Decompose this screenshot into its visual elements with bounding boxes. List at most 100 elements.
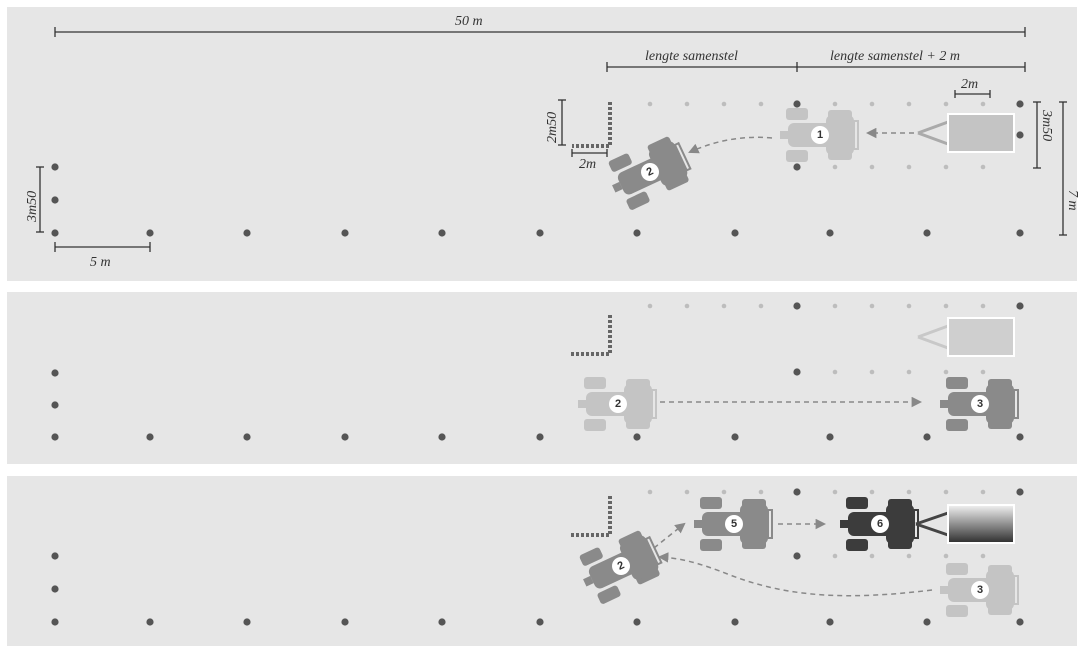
small-cone-marker (906, 489, 912, 495)
cone-marker (793, 163, 801, 171)
small-cone-marker (869, 489, 875, 495)
label-left-width: 3m50 (25, 191, 40, 223)
tractor-3: 3 (939, 562, 1019, 618)
cone-marker (51, 618, 59, 626)
small-cone-marker (943, 489, 949, 495)
cone-marker (633, 229, 641, 237)
small-cone-marker (869, 553, 875, 559)
small-cone-marker (980, 553, 986, 559)
small-cone-marker (684, 303, 690, 309)
small-cone-marker (869, 101, 875, 107)
small-cone-marker (943, 164, 949, 170)
cone-marker (438, 433, 446, 441)
small-cone-marker (943, 303, 949, 309)
small-cone-marker (980, 369, 986, 375)
small-cone-marker (684, 101, 690, 107)
dimension-spacing (54, 242, 151, 252)
small-cone-marker (721, 303, 727, 309)
cone-marker (438, 618, 446, 626)
small-cone-marker (943, 553, 949, 559)
small-cone-marker (684, 489, 690, 495)
small-cone-marker (906, 553, 912, 559)
cone-marker (1016, 302, 1024, 310)
cone-marker (923, 433, 931, 441)
label-full-width: 7 m (1065, 190, 1080, 211)
cone-marker (793, 100, 801, 108)
cone-marker (731, 433, 739, 441)
vehicle-number: 3 (977, 398, 983, 410)
cone-marker (923, 229, 931, 237)
cone-marker (923, 618, 931, 626)
label-length-combination-plus: lengte samenstel + 2 m (830, 49, 960, 64)
vehicle-number: 3 (977, 584, 983, 596)
cone-marker (243, 229, 251, 237)
dimension-full-width (1059, 101, 1067, 236)
cone-marker (793, 368, 801, 376)
tractor-2: 2 (577, 376, 657, 432)
tractor-6: 6 (839, 496, 919, 552)
small-cone-marker (832, 101, 838, 107)
cone-marker (633, 618, 641, 626)
cone-marker (826, 229, 834, 237)
small-cone-marker (869, 164, 875, 170)
small-cone-marker (906, 303, 912, 309)
small-cone-marker (980, 101, 986, 107)
small-cone-marker (980, 489, 986, 495)
path-arrow (688, 136, 773, 154)
small-cone-marker (943, 369, 949, 375)
cone-marker (51, 196, 59, 204)
cone-marker (826, 618, 834, 626)
small-cone-marker (980, 303, 986, 309)
small-cone-marker (647, 489, 653, 495)
cone-marker (51, 433, 59, 441)
cone-marker (536, 229, 544, 237)
cone-marker (51, 401, 59, 409)
dimension-corner-height (558, 99, 566, 146)
cone-marker (826, 433, 834, 441)
cone-marker (438, 229, 446, 237)
cone-marker (51, 585, 59, 593)
cone-marker (1016, 131, 1024, 139)
vehicle-number: 6 (877, 518, 883, 530)
small-cone-marker (832, 553, 838, 559)
cone-marker (51, 552, 59, 560)
tractor-2: 2 (572, 524, 668, 609)
cone-marker (341, 229, 349, 237)
cone-marker (51, 163, 59, 171)
small-cone-marker (943, 101, 949, 107)
small-cone-marker (721, 101, 727, 107)
small-cone-marker (869, 303, 875, 309)
panel-2-content: 2 3 (570, 315, 1019, 432)
dimension-right-width (1033, 101, 1041, 169)
dimension-left-width (36, 166, 44, 233)
small-cone-marker (906, 369, 912, 375)
small-cone-marker (758, 303, 764, 309)
cone-marker (243, 618, 251, 626)
cone-marker (341, 618, 349, 626)
small-cone-marker (647, 101, 653, 107)
small-cone-marker (758, 101, 764, 107)
cone-marker (1016, 618, 1024, 626)
small-cone-marker (980, 164, 986, 170)
label-corner-height: 2m50 (545, 112, 560, 143)
cone-marker (51, 369, 59, 377)
cones-layer (51, 100, 1024, 626)
corner-marker (570, 496, 612, 537)
cone-marker (731, 618, 739, 626)
small-cone-marker (832, 164, 838, 170)
tractor-1: 1 (779, 107, 859, 163)
corner-marker (570, 315, 612, 356)
small-cone-marker (832, 303, 838, 309)
cone-marker (146, 618, 154, 626)
label-spacing: 5 m (90, 255, 111, 270)
dimension-total-length (54, 27, 1026, 37)
small-cone-marker (832, 489, 838, 495)
cone-marker (1016, 488, 1024, 496)
cone-marker (1016, 229, 1024, 237)
small-cone-marker (906, 101, 912, 107)
trailer (917, 113, 1015, 153)
cone-marker (1016, 100, 1024, 108)
panel-3-content: 2 5 6 3 (570, 496, 1019, 618)
small-cone-marker (869, 369, 875, 375)
